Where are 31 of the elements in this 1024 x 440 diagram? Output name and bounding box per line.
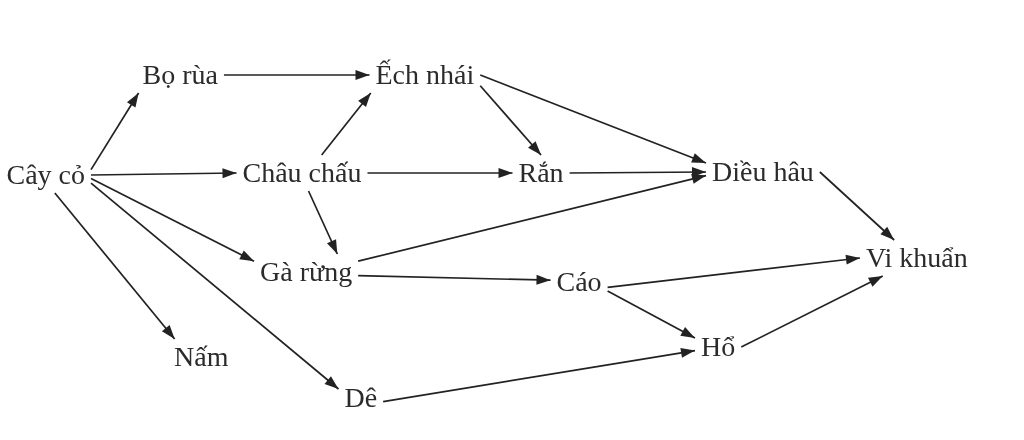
species-label: Châu chấu	[242, 157, 362, 189]
arrow	[90, 168, 238, 179]
arrow	[606, 254, 861, 289]
arrow	[223, 70, 371, 80]
arrow	[568, 167, 707, 178]
arrow	[90, 92, 140, 171]
species-label: Hổ	[701, 331, 736, 363]
species-label: Dê	[344, 382, 378, 414]
arrow	[479, 84, 542, 156]
species-label: Cáo	[556, 266, 602, 298]
arrow	[740, 275, 884, 348]
species-label: Gà rừng	[260, 256, 353, 288]
arrow	[382, 347, 696, 403]
arrow	[606, 290, 696, 339]
species-label: Nấm	[174, 341, 229, 373]
arrow	[90, 182, 340, 390]
species-label: Ếch nhái	[375, 59, 475, 91]
arrow	[357, 174, 707, 263]
arrow	[819, 171, 895, 241]
arrow	[90, 177, 255, 263]
arrow	[307, 190, 339, 255]
arrow	[366, 168, 514, 178]
arrow	[479, 74, 707, 164]
arrow	[357, 274, 552, 285]
species-label: Rắn	[518, 157, 564, 189]
arrow	[320, 92, 372, 156]
arrow	[53, 192, 176, 340]
species-label: Vi khuẩn	[866, 242, 968, 274]
species-label: Bọ rùa	[142, 59, 218, 91]
species-label: Diều hâu	[712, 156, 814, 188]
species-label: Cây cỏ	[6, 159, 86, 191]
